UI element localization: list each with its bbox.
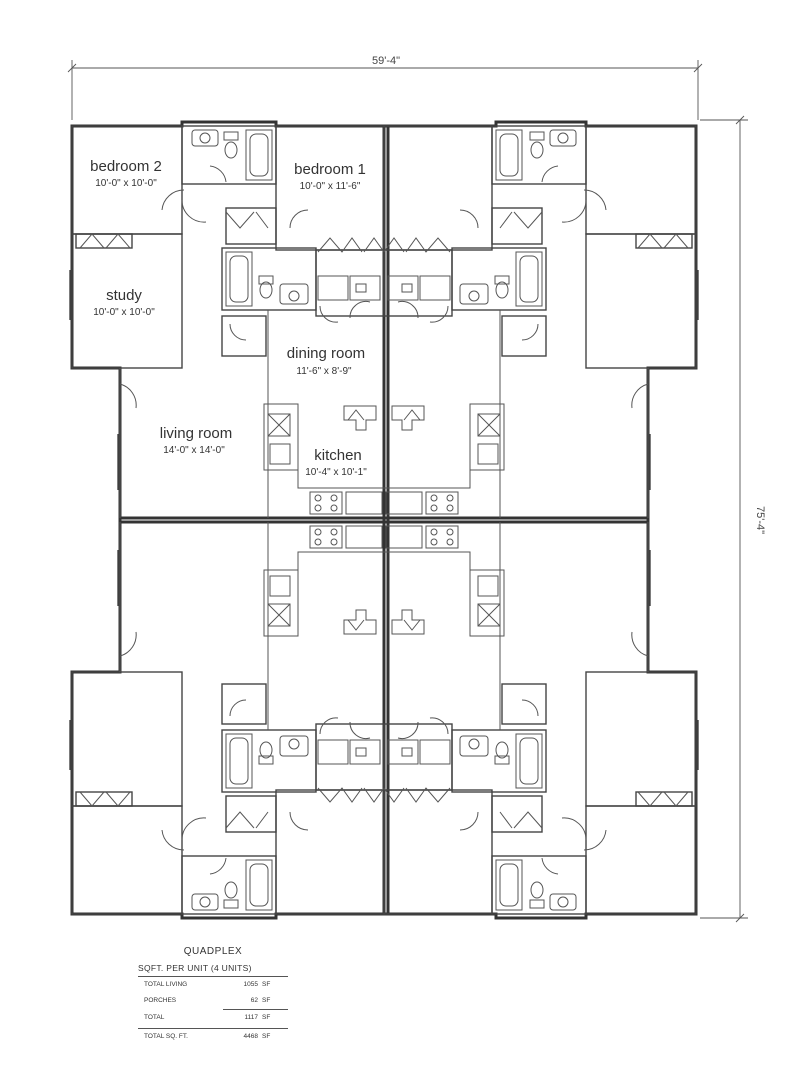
row-value: 1117 (244, 1014, 259, 1021)
row-unit: SF (262, 981, 271, 988)
dining-name: dining room (287, 345, 365, 362)
row-label: TOTAL SQ. FT. (144, 1033, 188, 1040)
living-name: living room (160, 425, 233, 442)
row-unit: SF (262, 1014, 271, 1021)
study-name: study (106, 287, 142, 304)
row-label: PORCHES (144, 997, 177, 1004)
row-label: TOTAL (144, 1014, 165, 1021)
study-size: 10'-0" x 10'-0" (93, 307, 155, 318)
table-subtitle: SQFT. PER UNIT (4 UNITS) (138, 963, 288, 977)
depth-dimension: 75'-4" (700, 115, 766, 923)
depth-dimension-label: 75'-4" (754, 506, 766, 534)
row-value: 62 (250, 997, 258, 1004)
unit-top-right (383, 125, 699, 519)
row-total-living: TOTAL LIVING 1055 SF (138, 977, 288, 993)
bedroom1-name: bedroom 1 (294, 161, 366, 178)
width-dimension: 59'-4" (67, 55, 703, 120)
row-porches: PORCHES 62 SF (138, 993, 288, 1009)
row-label: TOTAL LIVING (144, 981, 188, 988)
row-value: 4468 (243, 1033, 258, 1040)
total-rule (138, 1028, 288, 1029)
kitchen-name: kitchen (314, 447, 362, 464)
square-footage-table: QUADPLEX SQFT. PER UNIT (4 UNITS) TOTAL … (138, 946, 288, 1045)
row-unit: SF (262, 1033, 271, 1040)
row-value: 1055 (243, 981, 258, 988)
bedroom1-size: 10'-0" x 11'-6" (300, 181, 361, 192)
row-total: TOTAL 1117 SF (138, 1010, 288, 1026)
bedroom2-size: 10'-0" x 10'-0" (95, 178, 157, 189)
bedroom2-name: bedroom 2 (90, 158, 162, 175)
unit-bottom-right (383, 521, 699, 915)
width-dimension-label: 59'-4" (372, 55, 400, 67)
unit-bottom-left (69, 521, 385, 915)
row-total-sqft: TOTAL SQ. FT. 4468 SF (138, 1029, 288, 1045)
kitchen-size: 10'-4" x 10'-1" (305, 467, 367, 478)
table-title: QUADPLEX (183, 946, 243, 957)
subtotal-rule (223, 1009, 288, 1010)
living-size: 14'-0" x 14'-0" (163, 445, 225, 456)
dining-size: 11'-6" x 8'-9" (296, 366, 352, 377)
row-unit: SF (262, 997, 271, 1004)
